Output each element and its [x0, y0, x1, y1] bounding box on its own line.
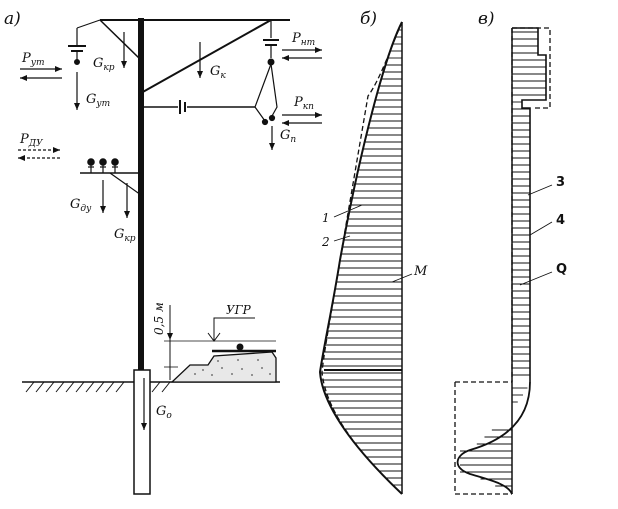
- m-leader: [391, 273, 413, 283]
- curve2-leader: [333, 235, 351, 242]
- g-k-label: Gк: [210, 64, 226, 81]
- ugr-arrow: [207, 332, 221, 342]
- g-du-label: Gду: [70, 197, 92, 214]
- p-du-label: PДУ: [19, 132, 44, 149]
- left-hanger-link: [76, 19, 101, 29]
- g-p-label: Gп: [280, 128, 296, 145]
- n3-label: 3: [556, 175, 565, 190]
- ground-hatching: [25, 381, 171, 393]
- g-kr-top-label: Gкр: [93, 56, 115, 73]
- du-insulators: [87, 158, 119, 173]
- panel-v-label: в): [478, 9, 495, 29]
- ballast-prism: [170, 351, 277, 383]
- n4-label: 4: [556, 213, 565, 228]
- ugr-leader: [213, 317, 255, 340]
- du-brace: [109, 172, 142, 196]
- q-label: Q: [556, 262, 567, 277]
- panel-b-label: б): [360, 9, 377, 29]
- m-label: М: [413, 264, 428, 279]
- ugr-label: УГР: [226, 303, 252, 317]
- cantilever-strut: [140, 19, 272, 94]
- contact-wire-1: [261, 118, 269, 126]
- panel-a: а) 0,5 м: [4, 9, 322, 495]
- ballast-dots: [194, 359, 271, 376]
- panel-b: б) 1 2 М: [318, 9, 428, 495]
- left-arm-brace: [99, 19, 142, 61]
- n3-leader: [527, 184, 553, 196]
- dropper-right: [270, 63, 278, 117]
- curve1-label: 1: [322, 211, 330, 225]
- foundation: [133, 369, 151, 495]
- p-kp-label: Pкп: [293, 95, 314, 112]
- dropper-left: [254, 63, 272, 122]
- foundation-zone-box: [454, 381, 512, 495]
- moment-hatching: [320, 29, 402, 486]
- shear-lower-curve: [456, 381, 531, 495]
- g-o-label: Gо: [156, 404, 172, 421]
- panel-a-label: а): [4, 9, 21, 29]
- contact-wire-2: [268, 114, 276, 122]
- n4-leader: [529, 221, 553, 236]
- g-kr-low-label: Gкр: [114, 227, 136, 244]
- dim-05m-label: 0,5 м: [152, 302, 166, 335]
- curve2-label: 2: [321, 235, 330, 249]
- moment-curve-2: [321, 21, 403, 495]
- left-wire: [74, 59, 80, 65]
- p-nt-label: Pнт: [291, 31, 315, 48]
- curve1-leader: [333, 204, 363, 218]
- q-leader: [519, 271, 553, 286]
- rail-head: [236, 343, 244, 351]
- p-ut-label: Pут: [21, 51, 45, 68]
- g-ut-label: Gут: [86, 92, 110, 109]
- shear-step-outline: [512, 27, 547, 382]
- panel-v: в) 3 4 Q: [454, 9, 567, 495]
